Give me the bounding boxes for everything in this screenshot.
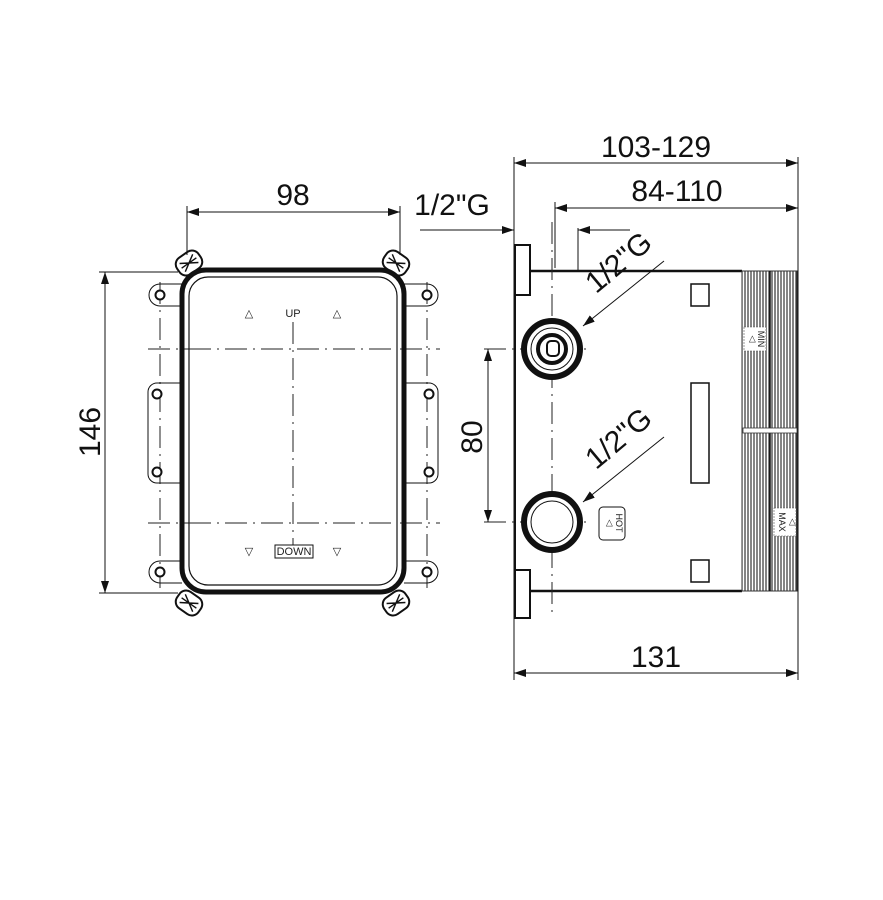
dimension-height: 146 bbox=[74, 407, 107, 457]
box-outline bbox=[179, 267, 407, 595]
mounting-ears bbox=[147, 283, 439, 584]
max-arrow-icon: ◁ bbox=[788, 519, 798, 526]
thread-label-lower: 1/2"G bbox=[579, 402, 658, 476]
port-upper bbox=[521, 318, 583, 380]
dimension-base-depth: 131 bbox=[631, 641, 681, 674]
front-view: △ △ UP ▽ ▽ DOWN 98 146 bbox=[74, 179, 440, 617]
flange-top bbox=[514, 244, 531, 296]
thread-label-top: 1/2"G bbox=[414, 189, 490, 222]
hot-arrow-icon: ◁ bbox=[605, 520, 615, 527]
hot-mark bbox=[598, 506, 626, 541]
flange-bottom bbox=[514, 569, 531, 619]
down-arrow-icon: ▽ bbox=[245, 546, 254, 558]
max-mark bbox=[773, 507, 797, 537]
min-arrow-icon: ◁ bbox=[748, 336, 758, 343]
label-min: MIN bbox=[756, 331, 766, 348]
side-view: MIN ◁ MAX ◁ HOT ◁ 1/2"G 1/2"G bbox=[414, 131, 799, 680]
dimension-overall-depth: 103-129 bbox=[601, 131, 711, 164]
min-mark bbox=[743, 326, 767, 352]
label-max: MAX bbox=[777, 512, 787, 532]
dimension-width: 98 bbox=[276, 179, 309, 212]
up-arrow-icon: △ bbox=[333, 308, 342, 320]
label-hot: HOT bbox=[614, 514, 624, 534]
port-lower bbox=[521, 491, 583, 553]
label-down: DOWN bbox=[277, 546, 312, 558]
thread-label-upper: 1/2"G bbox=[579, 226, 658, 300]
corner-clips bbox=[174, 249, 411, 617]
down-arrow-icon: ▽ bbox=[333, 546, 342, 558]
dimension-port-spacing: 80 bbox=[456, 420, 489, 453]
screw-holes bbox=[151, 289, 435, 578]
label-up: UP bbox=[285, 308, 300, 320]
dimension-adjust-depth: 84-110 bbox=[631, 175, 722, 208]
label-down-box bbox=[274, 544, 314, 559]
up-arrow-icon: △ bbox=[245, 308, 254, 320]
